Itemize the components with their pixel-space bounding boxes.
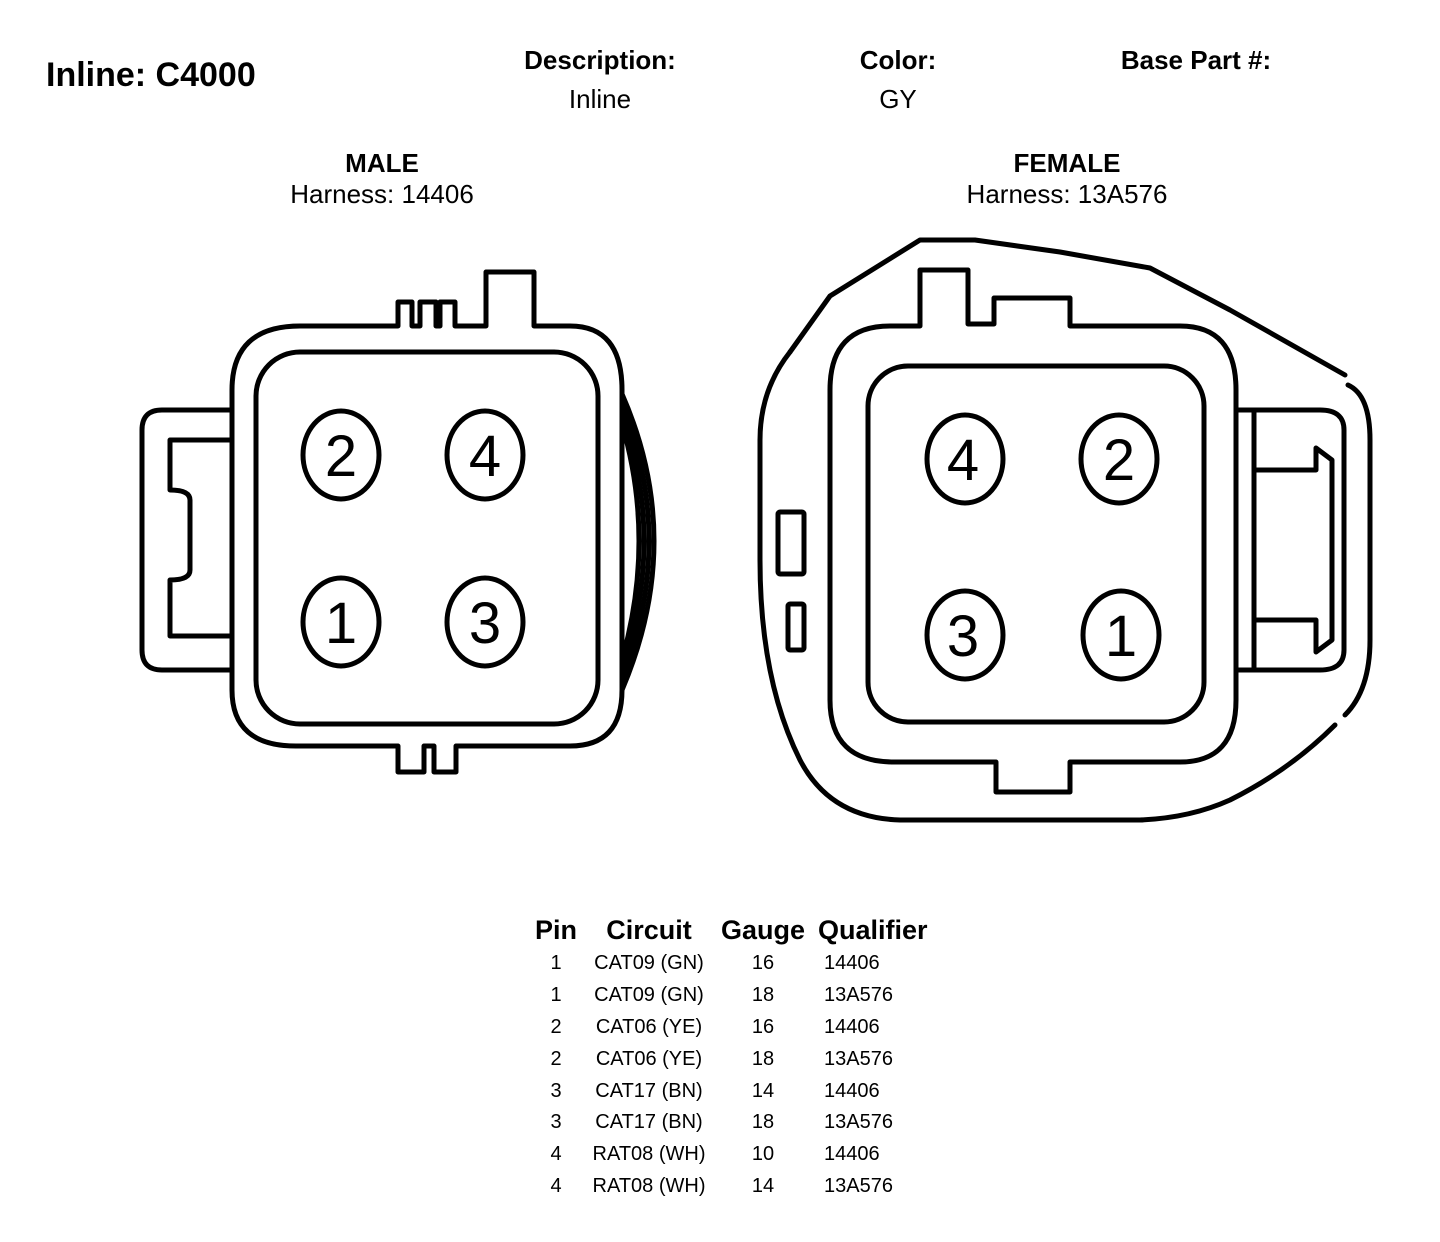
header-qualifier: Qualifier [818, 915, 928, 945]
color-label: Color: [859, 45, 937, 75]
row-circuit: RAT08 (WH) [592, 1174, 706, 1197]
row-circuit: CAT09 (GN) [594, 952, 704, 975]
row-pin: 3 [550, 1111, 562, 1134]
table-row: 2 CAT06 (YE) 16 14406 [528, 1012, 940, 1044]
row-pin: 2 [550, 1047, 562, 1070]
row-pin: 3 [550, 1079, 562, 1102]
row-qualifier: 13A576 [824, 1111, 893, 1134]
female-pin-label-1: 1 [1105, 604, 1137, 669]
male-housing-inner [253, 349, 601, 727]
row-qualifier: 14406 [824, 1015, 880, 1038]
female-pin-cavity-1: 1 [1080, 588, 1162, 682]
female-pin-label-3: 3 [947, 604, 979, 669]
row-circuit: RAT08 (WH) [592, 1143, 706, 1166]
female-shroud-outer [787, 237, 1348, 378]
female-connector-diagram: 4 2 3 1 [757, 237, 1373, 823]
male-left-latch [139, 407, 235, 673]
row-circuit: CAT06 (YE) [595, 1047, 703, 1070]
female-pin-cavity-2: 2 [1078, 412, 1160, 506]
table-row: 3 CAT17 (BN) 18 13A576 [528, 1107, 940, 1139]
row-pin: 1 [550, 952, 562, 975]
description-value: Inline [568, 84, 632, 114]
connector-title: Inline: C4000 [46, 56, 256, 94]
male-pin-cavity-1: 1 [300, 575, 382, 669]
row-qualifier: 14406 [824, 952, 880, 975]
female-harness: Harness: 13A576 [966, 179, 1168, 209]
row-circuit: CAT06 (YE) [595, 1015, 703, 1038]
row-gauge: 14 [751, 1079, 775, 1102]
row-gauge: 14 [751, 1174, 775, 1197]
male-harness: Harness: 14406 [290, 179, 474, 209]
table-row: 4 RAT08 (WH) 14 13A576 [528, 1171, 940, 1203]
table-row: 1 CAT09 (GN) 16 14406 [528, 948, 940, 980]
male-pin-label-3: 3 [469, 591, 501, 656]
row-qualifier: 14406 [824, 1143, 880, 1166]
description-label: Description: [524, 45, 676, 75]
female-left-slot-lower [785, 601, 807, 653]
table-row: 4 RAT08 (WH) 10 14406 [528, 1139, 940, 1171]
female-title: FEMALE [1013, 148, 1121, 178]
female-housing [827, 267, 1239, 795]
female-pin-cavity-4: 4 [924, 412, 1006, 506]
row-gauge: 18 [751, 1111, 775, 1134]
row-pin: 4 [550, 1174, 562, 1197]
row-circuit: CAT09 (GN) [594, 984, 704, 1007]
row-circuit: CAT17 (BN) [595, 1111, 703, 1134]
male-connector-diagram: 2 4 1 3 [139, 269, 657, 775]
male-housing-outer [229, 269, 625, 775]
female-left-slot-upper [775, 509, 807, 577]
male-pin-cavity-3: 3 [444, 575, 526, 669]
row-pin: 1 [550, 984, 562, 1007]
male-pin-label-1: 1 [325, 591, 357, 656]
male-pin-cavity-4: 4 [444, 408, 526, 502]
table-row: 1 CAT09 (GN) 18 13A576 [528, 980, 940, 1012]
header-circuit: Circuit [606, 915, 692, 945]
color-value: GY [879, 84, 917, 114]
row-gauge: 10 [751, 1143, 775, 1166]
row-pin: 4 [550, 1143, 562, 1166]
row-gauge: 18 [751, 984, 775, 1007]
row-qualifier: 13A576 [824, 1174, 893, 1197]
female-right-latch [1233, 407, 1347, 673]
female-pin-label-4: 4 [947, 428, 979, 493]
pin-table: Pin Circuit Gauge Qualifier 1 CAT09 (GN)… [528, 915, 940, 1202]
row-qualifier: 13A576 [824, 984, 893, 1007]
pin-table-header: Pin Circuit Gauge Qualifier [528, 915, 940, 948]
male-pin-label-4: 4 [469, 424, 501, 489]
header-pin: Pin [534, 915, 577, 945]
row-gauge: 16 [751, 952, 775, 975]
row-pin: 2 [550, 1015, 562, 1038]
row-circuit: CAT17 (BN) [595, 1079, 703, 1102]
table-row: 3 CAT17 (BN) 14 14406 [528, 1075, 940, 1107]
table-row: 2 CAT06 (YE) 18 13A576 [528, 1043, 940, 1075]
male-title: MALE [345, 148, 419, 178]
row-qualifier: 14406 [824, 1079, 880, 1102]
row-gauge: 18 [751, 1047, 775, 1070]
female-pin-cavity-3: 3 [924, 588, 1006, 682]
female-pin-label-2: 2 [1103, 428, 1135, 493]
base-part-label: Base Part #: [1120, 45, 1272, 75]
row-qualifier: 13A576 [824, 1047, 893, 1070]
female-housing-inner [865, 363, 1207, 725]
row-gauge: 16 [751, 1015, 775, 1038]
male-pin-label-2: 2 [325, 424, 357, 489]
header-gauge: Gauge [720, 915, 806, 945]
male-pin-cavity-2: 2 [300, 408, 382, 502]
